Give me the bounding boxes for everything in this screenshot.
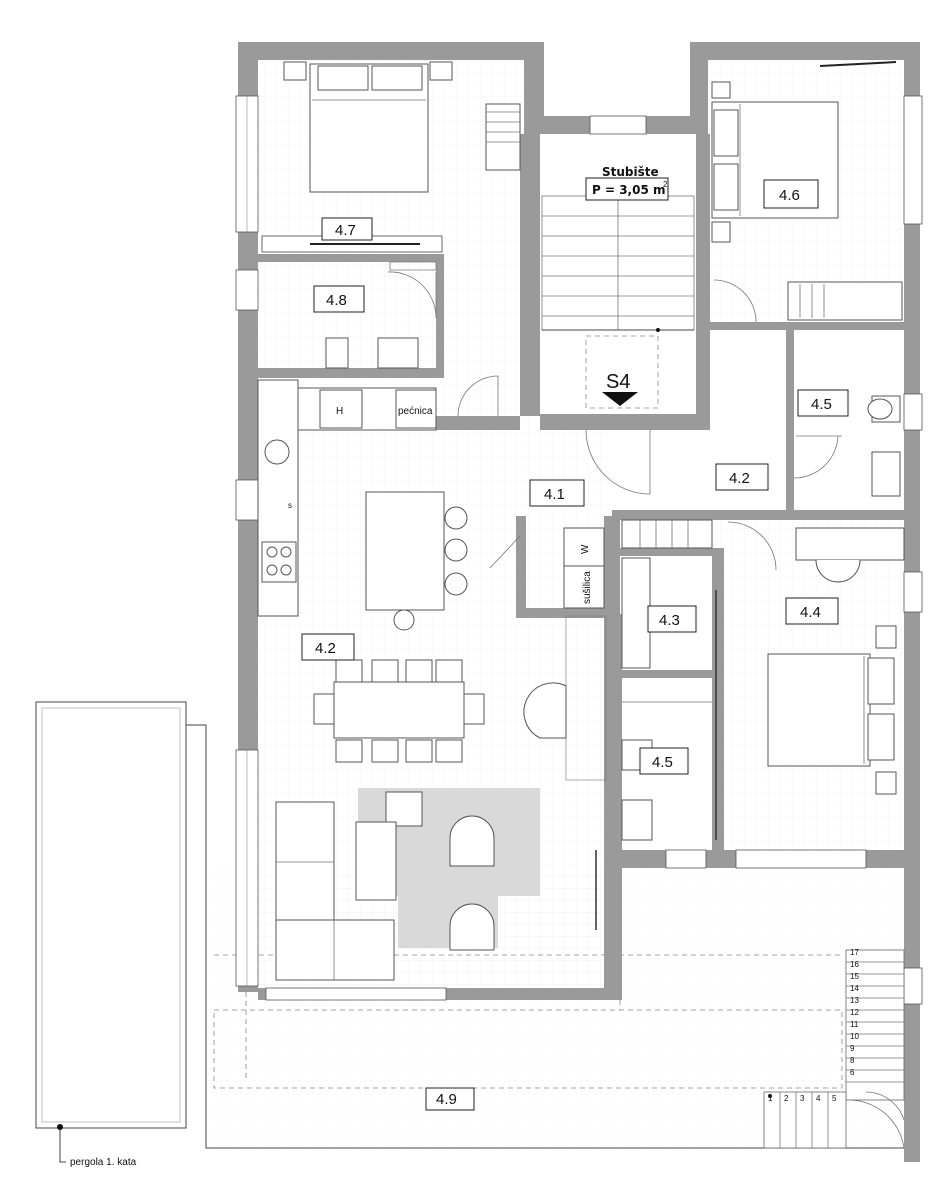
door-swings — [457, 279, 839, 571]
step-number: 10 — [850, 1032, 859, 1041]
step-number: 17 — [850, 948, 859, 957]
bathroom-4-8-fixtures — [325, 261, 437, 369]
room-label-4-8: 4.8 — [326, 292, 347, 309]
section-marker: S4 — [606, 371, 630, 393]
bathroom-4-5-bottom-fixtures — [621, 701, 712, 841]
bedroom-4-7-furniture — [261, 61, 521, 253]
room-label-4-5-top: 4.5 — [811, 396, 832, 413]
laundry-fixtures: W sušilica — [563, 527, 605, 609]
step-numbers-vertical: 17 16 15 14 13 12 11 10 9 8 6 — [850, 948, 859, 1077]
stair-area-sup: 2 — [663, 180, 668, 189]
sink-label: s — [288, 501, 292, 510]
room-label-4-1: 4.1 — [544, 486, 565, 503]
room-label-4-6: 4.6 — [779, 187, 800, 204]
step-number: 1 — [768, 1094, 773, 1103]
stair-area: P = 3,05 m — [592, 183, 666, 197]
step-numbers-horizontal: 1 2 3 4 5 — [768, 1094, 837, 1103]
bedroom-4-4-furniture — [767, 527, 905, 795]
step-number: 5 — [832, 1094, 837, 1103]
step-number: 15 — [850, 972, 859, 981]
dining-furniture — [313, 659, 567, 763]
step-number: 2 — [784, 1094, 789, 1103]
kitchen-furniture: s H pećnica — [257, 379, 468, 631]
stair-title: Stubište — [602, 165, 659, 179]
room-label-4-2-hall: 4.2 — [729, 470, 750, 487]
room-label-4-7: 4.7 — [335, 222, 356, 239]
oven-label: pećnica — [398, 406, 433, 417]
windows — [235, 95, 923, 1005]
bathroom-4-5-top-fixtures — [796, 395, 901, 497]
step-number: 11 — [850, 1020, 859, 1029]
living-furniture — [275, 788, 540, 981]
hood-label: H — [336, 406, 343, 417]
stairwell: Stubište P = 3,05 m 2 S4 — [541, 165, 695, 409]
step-number: 3 — [800, 1094, 805, 1103]
step-number: 6 — [850, 1068, 855, 1077]
step-number: 4 — [816, 1094, 821, 1103]
step-number: 12 — [850, 1008, 859, 1017]
room-label-4-5-bottom: 4.5 — [652, 754, 673, 771]
room-labels: 4.7 4.8 4.6 4.5 4.2 4.1 4.2 4.3 4.4 4.5 … — [301, 179, 849, 1111]
room-label-4-4: 4.4 — [800, 604, 821, 621]
step-number: 8 — [850, 1056, 855, 1065]
pergola: pergola 1. kata — [35, 701, 187, 1168]
step-number: 9 — [850, 1044, 855, 1053]
closets — [565, 519, 717, 930]
room-label-4-2-living: 4.2 — [315, 640, 336, 657]
step-number: 16 — [850, 960, 859, 969]
step-number: 13 — [850, 996, 859, 1005]
pergola-label: pergola 1. kata — [70, 1157, 137, 1168]
step-number: 14 — [850, 984, 859, 993]
room-label-4-3: 4.3 — [659, 612, 680, 629]
dryer-label: sušilica — [582, 571, 593, 604]
section-arrow-icon — [602, 392, 638, 406]
washer-label: W — [580, 544, 591, 554]
room-label-4-9: 4.9 — [436, 1091, 457, 1108]
